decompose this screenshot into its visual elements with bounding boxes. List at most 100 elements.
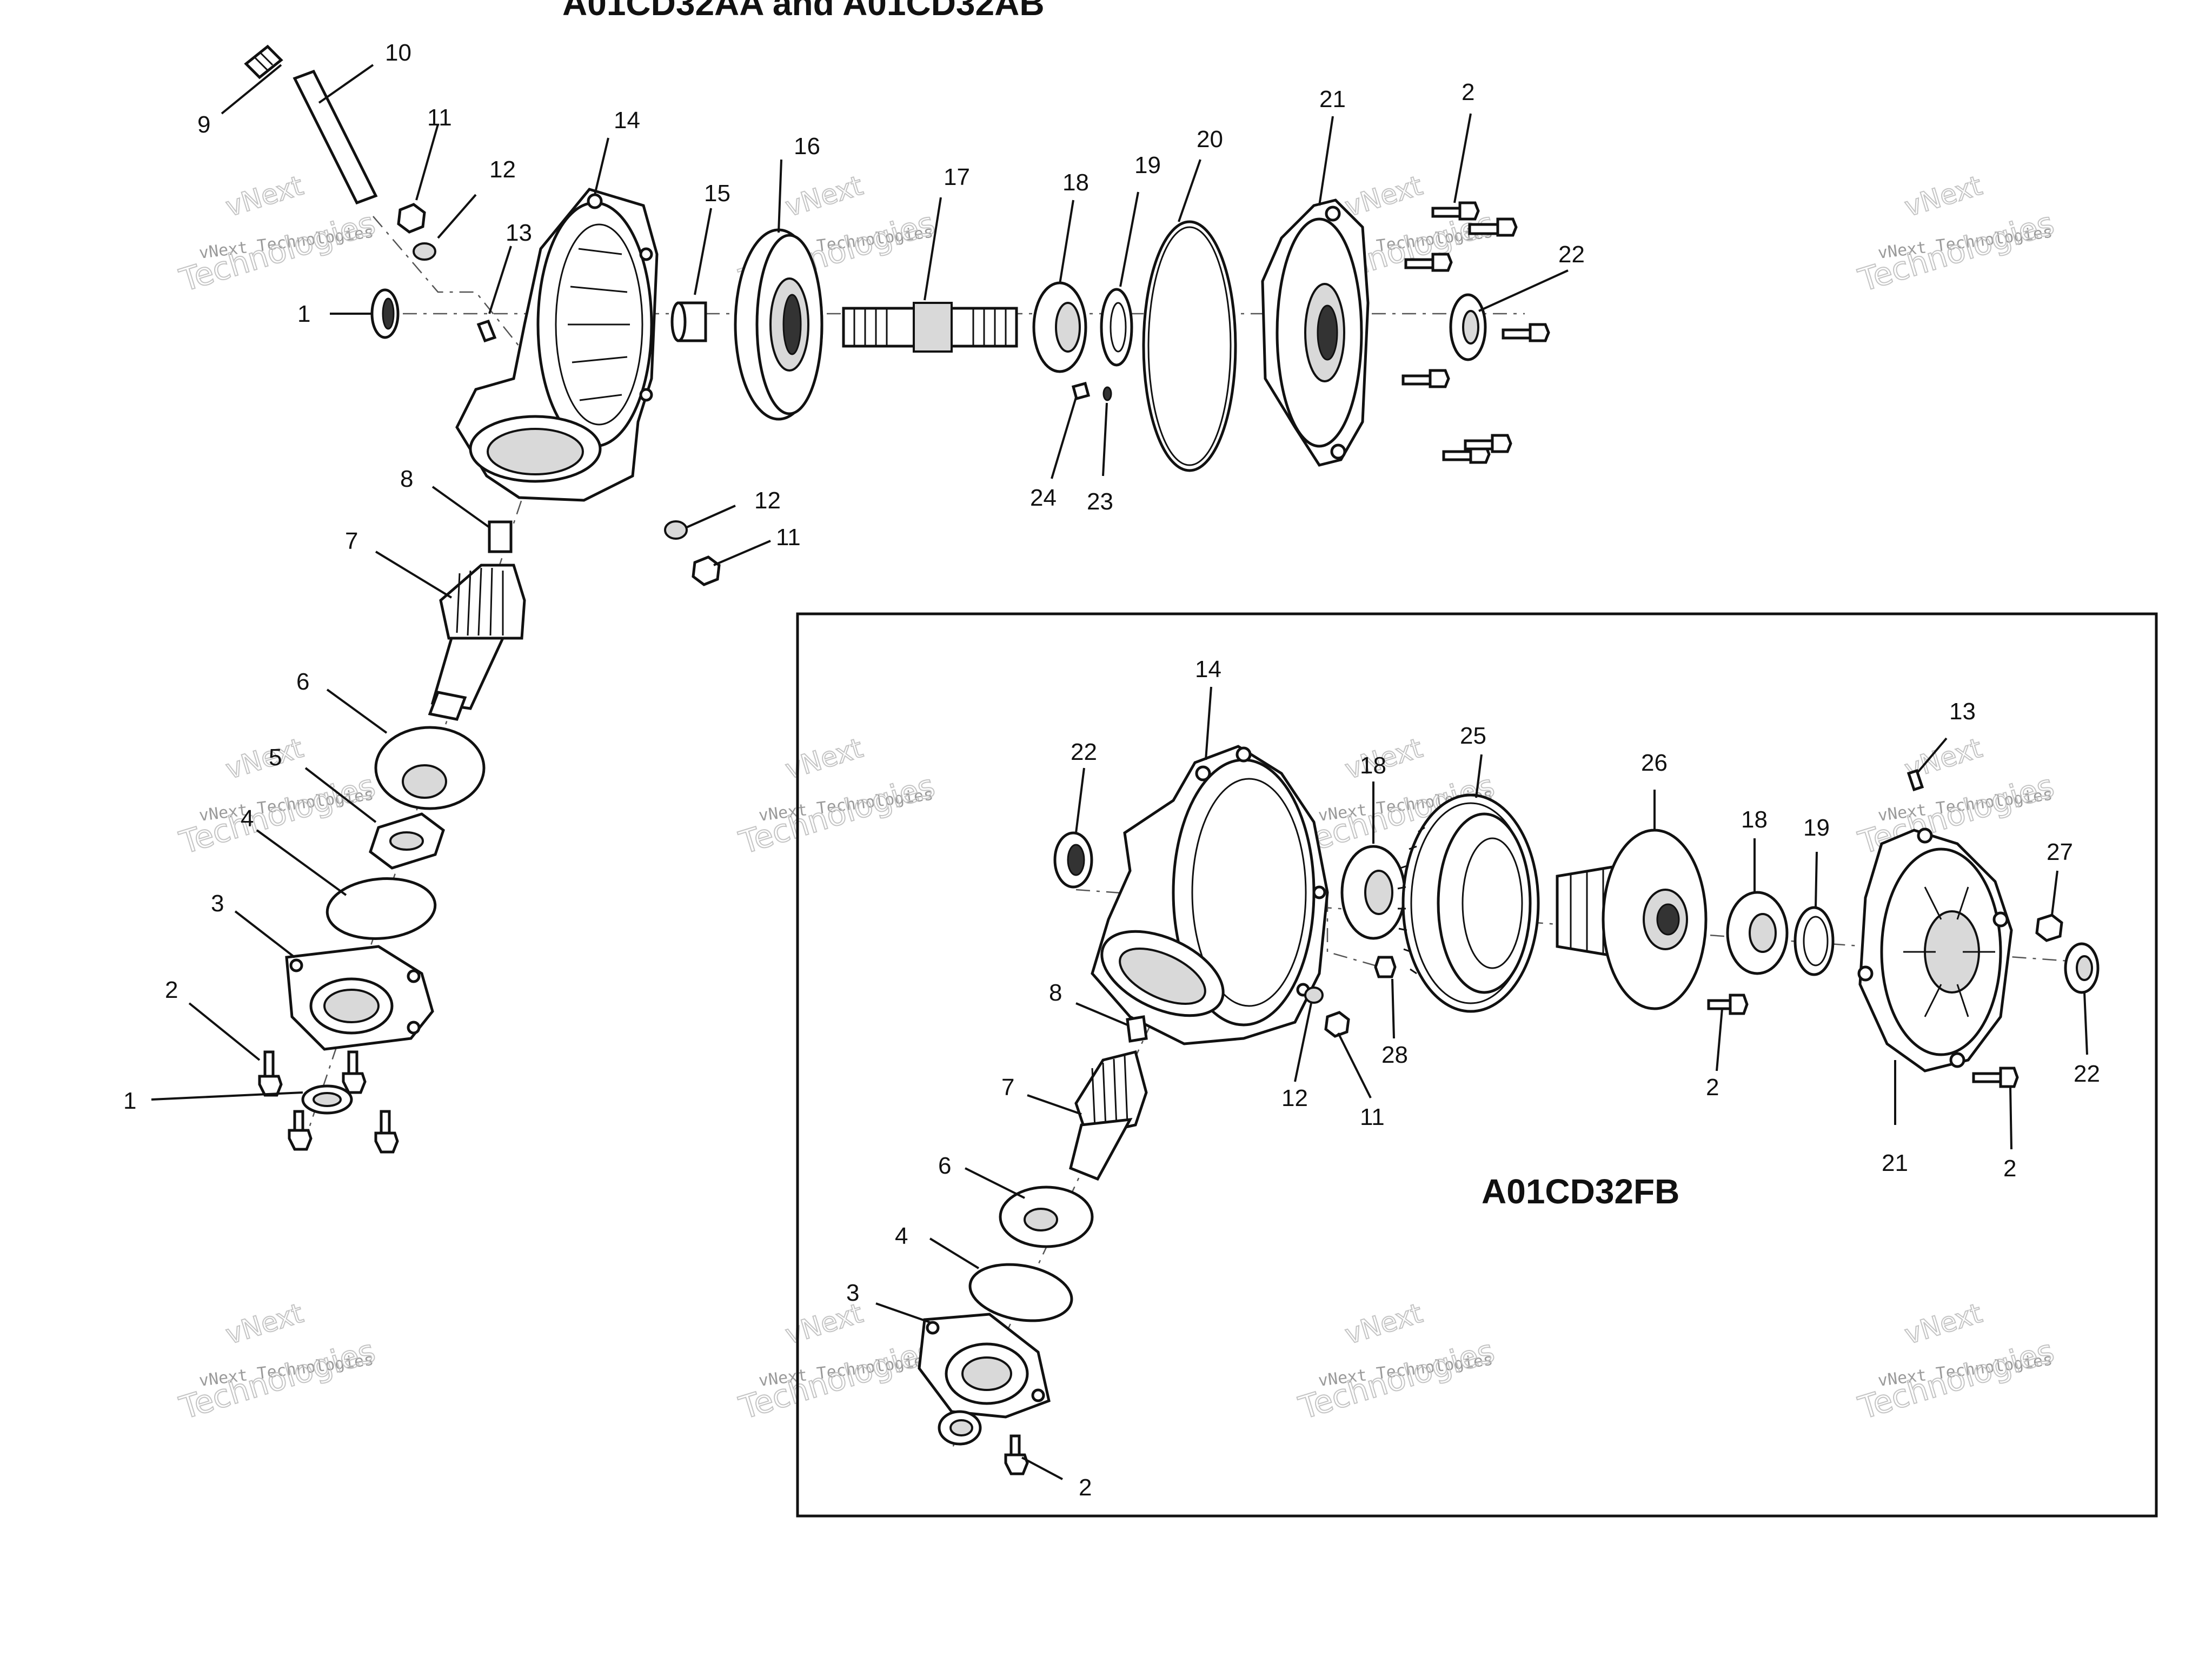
callout-11: 11 <box>427 104 452 131</box>
watermark: vNext vNext Technologies Technologies <box>734 1297 939 1427</box>
inset-callouts: 14 22 18 25 26 13 18 19 27 8 7 12 11 28 … <box>846 656 2100 1501</box>
callout-18: 18 <box>1360 752 1386 779</box>
callout-2: 2 <box>165 977 178 1003</box>
inset-cover-bolt <box>1972 1067 2019 1088</box>
inset-frame <box>796 612 2158 1518</box>
callout-15: 15 <box>704 180 730 207</box>
callout-27: 27 <box>2047 839 2073 865</box>
retaining-ring <box>1100 288 1133 367</box>
callout-21: 21 <box>1882 1150 1908 1176</box>
main-assembly-title: A01CD32AA and A01CD32AB <box>562 0 1045 23</box>
main-assembly: 9 10 11 12 13 14 1 15 16 17 18 19 20 21 … <box>123 39 1585 1154</box>
callout-7: 7 <box>345 528 358 554</box>
lower-plug-nut <box>692 555 721 586</box>
callout-6: 6 <box>938 1153 951 1179</box>
callout-8: 8 <box>1049 979 1062 1006</box>
small-washer <box>1102 386 1112 401</box>
shaft-bearing <box>1032 281 1087 373</box>
left-axle-seal <box>370 288 400 339</box>
ring-gear <box>1397 793 1540 1013</box>
callout-11: 11 <box>1360 1104 1385 1130</box>
inset-pinion-cover <box>918 1313 1051 1419</box>
inset-pinion-seal <box>938 1410 982 1446</box>
callout-24: 24 <box>1030 485 1057 511</box>
callout-3: 3 <box>211 890 224 917</box>
callout-22: 22 <box>1071 739 1097 765</box>
callout-9: 9 <box>197 111 210 138</box>
svg-text:vNext: vNext <box>1901 170 1986 223</box>
callout-26: 26 <box>1641 750 1668 776</box>
callout-13: 13 <box>506 220 532 246</box>
inset-gearcase-cover <box>1857 827 2013 1072</box>
callout-19: 19 <box>1803 815 1830 841</box>
small-bolt <box>1071 381 1091 401</box>
cover-bolts <box>1401 201 1550 464</box>
callout-17: 17 <box>944 164 970 190</box>
vent-fitting <box>244 44 283 80</box>
callout-11: 11 <box>776 524 801 551</box>
pinion-seal <box>301 1084 353 1115</box>
inset-leader-lines <box>875 686 2088 1480</box>
main-leader-lines <box>151 64 1569 1101</box>
inset-plug-nut <box>1324 1011 1350 1038</box>
callout-4: 4 <box>241 805 254 832</box>
watermark: vNext vNext Technologies Technologies <box>175 1297 380 1427</box>
lower-sealing-washer <box>664 520 688 540</box>
callout-25: 25 <box>1460 723 1486 749</box>
callout-2: 2 <box>2003 1155 2016 1182</box>
pinion-cover-bolts <box>258 1050 399 1154</box>
main-gearcase-housing <box>455 188 659 502</box>
inset-sealing-washer <box>1304 986 1324 1004</box>
callout-3: 3 <box>846 1280 859 1306</box>
dowel-pin <box>476 319 497 343</box>
inset-drain-plug <box>1374 956 1397 978</box>
inset-pinion-bushing <box>1126 1015 1148 1043</box>
differential-assembly <box>1556 829 1708 1010</box>
svg-text:vNext: vNext <box>1341 170 1426 223</box>
pinion-cover <box>285 945 434 1051</box>
splined-output-shaft <box>842 302 1018 353</box>
pinion-o-ring <box>326 877 437 940</box>
pinion-bushing <box>488 520 513 553</box>
callout-22: 22 <box>1558 241 1585 268</box>
callout-2: 2 <box>1079 1474 1092 1501</box>
svg-text:vNext: vNext <box>1341 1297 1426 1350</box>
callout-20: 20 <box>1197 126 1223 153</box>
inset-assembly: A01CD32FB <box>796 612 2158 1518</box>
callout-12: 12 <box>489 156 516 183</box>
pinion-gear-shaft <box>428 564 526 721</box>
callout-28: 28 <box>1381 1042 1408 1068</box>
watermark: vNext vNext Technologies Technologies <box>734 732 939 862</box>
callout-12: 12 <box>1281 1085 1308 1111</box>
callout-13: 13 <box>1949 698 1976 725</box>
pinion-bearing <box>374 726 486 810</box>
svg-text:vNext: vNext <box>782 732 867 785</box>
callout-6: 6 <box>296 668 309 695</box>
callout-18: 18 <box>1741 806 1768 833</box>
callout-10: 10 <box>385 39 411 66</box>
inset-pinion-bearing <box>999 1186 1094 1248</box>
inset-left-bearing <box>1340 845 1406 940</box>
callout-8: 8 <box>400 466 413 492</box>
callout-21: 21 <box>1319 86 1346 112</box>
inset-pinion-gear-shaft <box>1069 1050 1148 1181</box>
large-ball-bearing <box>734 228 823 421</box>
svg-text:vNext: vNext <box>222 170 307 223</box>
inset-left-axle-seal <box>1053 831 1093 889</box>
main-callouts: 9 10 11 12 13 14 1 15 16 17 18 19 20 21 … <box>123 39 1585 1114</box>
cover-o-ring <box>1142 220 1237 472</box>
svg-text:vNext: vNext <box>1901 1297 1986 1350</box>
svg-text:vNext: vNext <box>222 1297 307 1350</box>
callout-14: 14 <box>614 107 640 134</box>
bearing-bushing <box>670 301 707 342</box>
watermark: vNext vNext Technologies Technologies <box>1294 1297 1499 1427</box>
inset-right-bearing <box>1726 891 1789 975</box>
callout-19: 19 <box>1134 152 1161 178</box>
right-axle-seal <box>1449 293 1487 361</box>
watermark: vNext vNext Technologies Technologies <box>1854 169 2058 300</box>
callout-4: 4 <box>895 1223 908 1249</box>
callout-2: 2 <box>1706 1074 1719 1101</box>
callout-1: 1 <box>297 301 310 327</box>
inset-plug-axis <box>1326 898 1385 969</box>
